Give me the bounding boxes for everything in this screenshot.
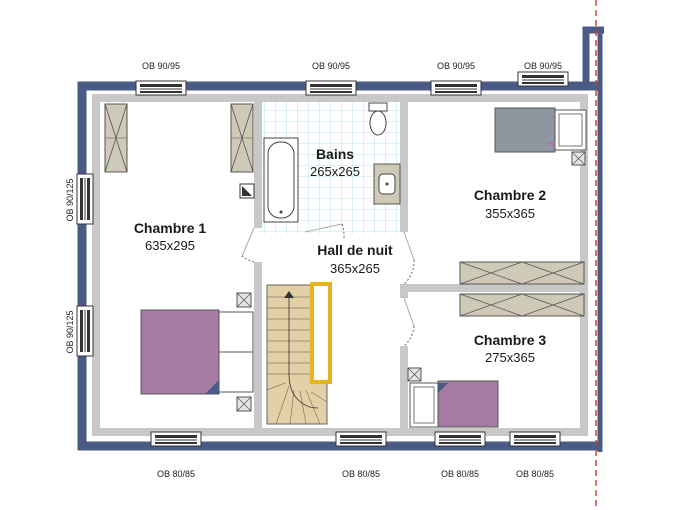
window-top-2 (305, 80, 357, 96)
bed-chambre2 (494, 107, 587, 153)
bed-chambre1 (140, 309, 254, 395)
room-name-hall: Hall de nuit (317, 242, 393, 258)
window-top-4 (517, 71, 569, 87)
stair-railing (310, 282, 332, 384)
door-chambre1 (241, 227, 255, 263)
window-label-left-1: OB 90/125 (65, 178, 75, 222)
nightstand-chambre1-b (236, 396, 252, 412)
room-dims-chambre1: 635x295 (145, 238, 195, 253)
window-label-top-4: OB 90/95 (523, 61, 563, 71)
window-label-top-1: OB 90/95 (141, 61, 181, 71)
window-bottom-4 (509, 431, 561, 447)
window-label-top-2: OB 90/95 (311, 61, 351, 71)
window-bottom-1 (150, 431, 202, 447)
bathtub (263, 137, 299, 223)
door-chambre2 (403, 231, 415, 285)
window-left-2 (76, 305, 94, 357)
room-name-chambre3: Chambre 3 (473, 332, 547, 348)
window-top-3 (430, 80, 482, 96)
room-dims-bains: 265x265 (310, 164, 360, 179)
nightstand-chambre3 (407, 367, 422, 382)
window-label-left-2: OB 90/125 (65, 310, 75, 354)
nightstand-chambre1-top (239, 183, 255, 199)
washbasin (373, 163, 401, 205)
window-bottom-3 (434, 431, 486, 447)
window-label-bottom-1: OB 80/85 (156, 469, 196, 479)
room-dims-chambre2: 355x365 (485, 206, 535, 221)
wardrobe-chambre1-right (230, 103, 254, 173)
nightstand-chambre1-a (236, 292, 252, 308)
window-label-top-3: OB 90/95 (436, 61, 476, 71)
window-top-1 (135, 80, 187, 96)
window-bottom-2 (335, 431, 387, 447)
bed-chambre3 (409, 380, 499, 428)
door-bathroom (304, 223, 345, 239)
wardrobe-chambre1-left (104, 103, 128, 173)
window-label-bottom-3: OB 80/85 (440, 469, 480, 479)
window-left-1 (76, 173, 94, 225)
staircase (266, 282, 332, 425)
window-label-bottom-2: OB 80/85 (341, 469, 381, 479)
door-chambre3 (403, 297, 415, 347)
room-dims-hall: 365x265 (330, 261, 380, 276)
window-label-bottom-4: OB 80/85 (515, 469, 555, 479)
room-name-bains: Bains (315, 146, 355, 162)
room-dims-chambre3: 275x365 (485, 350, 535, 365)
room-name-chambre2: Chambre 2 (473, 187, 547, 203)
wardrobe-chambre3 (459, 293, 585, 317)
toilet (368, 102, 388, 136)
nightstand-chambre2 (571, 151, 586, 166)
wardrobe-chambre2 (459, 261, 585, 285)
room-name-chambre1: Chambre 1 (133, 220, 207, 236)
